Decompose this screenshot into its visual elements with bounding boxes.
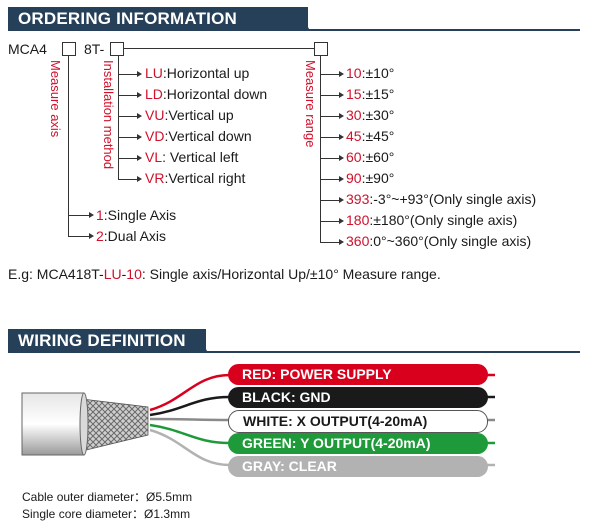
wire-label-white: WHITE: X OUTPUT(4-20mA) — [228, 410, 488, 433]
measure-range-label: Measure range — [303, 60, 318, 148]
range-option-180: 180:±180°(Only single axis) — [346, 212, 518, 228]
range-connector-line — [124, 48, 314, 49]
single-core-diameter: Single core diameter：Ø1.3mm — [22, 507, 191, 521]
axis-arrow — [89, 233, 94, 239]
install-option-ld: LD:Horizontal down — [145, 86, 268, 102]
range-option-30: 30:±30° — [346, 107, 395, 123]
range-tree-trunk — [320, 56, 321, 242]
range-arrow — [339, 155, 344, 161]
ordering-header-rule — [8, 29, 580, 31]
range-option-15: 15:±15° — [346, 86, 395, 102]
measure-axis-label: Measure axis — [48, 60, 63, 138]
wiring-header-rule — [8, 351, 580, 353]
axis-option-1: 1:Single Axis — [96, 207, 177, 223]
install-option-vu: VU:Vertical up — [145, 107, 234, 123]
install-tree-trunk — [118, 56, 119, 180]
install-arrow — [137, 71, 142, 77]
wire-label-green: GREEN: Y OUTPUT(4-20mA) — [228, 433, 488, 454]
install-branch — [118, 158, 138, 159]
installation-method-label: Installation method — [101, 60, 116, 170]
install-arrow — [137, 134, 142, 140]
install-arrow — [137, 92, 142, 98]
range-option-393: 393:-3°~+93°(Only single axis) — [346, 191, 537, 207]
model-prefix: MCA4 — [8, 41, 47, 57]
range-option-45: 45:±45° — [346, 128, 395, 144]
wiring-header: WIRING DEFINITION — [8, 329, 206, 353]
ordering-title: ORDERING INFORMATION — [18, 9, 238, 28]
install-arrow — [137, 176, 142, 182]
install-branch — [118, 137, 138, 138]
install-option-lu: LU:Horizontal up — [145, 65, 250, 81]
range-branch — [320, 242, 340, 243]
install-option-vd: VD:Vertical down — [145, 128, 252, 144]
wire-label-gray: GRAY: CLEAR — [228, 456, 488, 477]
range-branch — [320, 74, 340, 75]
axis-option-2: 2:Dual Axis — [96, 228, 167, 244]
wiring-title: WIRING DEFINITION — [18, 331, 186, 350]
range-arrow — [339, 92, 344, 98]
range-arrow — [339, 218, 344, 224]
example-line: E.g: MCA418T-LU-10: Single axis/Horizont… — [8, 266, 441, 282]
range-branch — [320, 200, 340, 201]
range-option-10: 10:±10° — [346, 65, 395, 81]
cable-outer-diameter: Cable outer diameter：Ø5.5mm — [22, 490, 193, 504]
axis-tree-trunk — [68, 56, 69, 236]
range-code-box — [314, 42, 328, 56]
range-arrow — [339, 113, 344, 119]
install-option-vl: VL: Vertical left — [145, 149, 239, 165]
range-arrow — [339, 197, 344, 203]
range-branch — [320, 179, 340, 180]
install-code-box — [110, 42, 124, 56]
range-branch — [320, 137, 340, 138]
axis-branch — [68, 236, 90, 237]
range-arrow — [339, 176, 344, 182]
range-branch — [320, 116, 340, 117]
range-option-60: 60:±60° — [346, 149, 395, 165]
range-branch — [320, 95, 340, 96]
install-option-vr: VR:Vertical right — [145, 170, 246, 186]
install-arrow — [137, 155, 142, 161]
range-option-360: 360:0°~360°(Only single axis) — [346, 233, 532, 249]
range-arrow — [339, 71, 344, 77]
install-branch — [118, 179, 138, 180]
wire-label-black: BLACK: GND — [228, 387, 488, 408]
range-arrow — [339, 134, 344, 140]
install-arrow — [137, 113, 142, 119]
axis-arrow — [89, 212, 94, 218]
axis-branch — [68, 215, 90, 216]
ordering-header: ORDERING INFORMATION — [8, 7, 308, 31]
wire-label-red: RED: POWER SUPPLY — [228, 364, 488, 385]
range-branch — [320, 221, 340, 222]
axis-code-box — [62, 42, 76, 56]
model-mid: 8T- — [84, 41, 105, 57]
range-arrow — [339, 239, 344, 245]
install-branch — [118, 116, 138, 117]
wiring-header-corner — [196, 329, 208, 353]
range-branch — [320, 158, 340, 159]
install-branch — [118, 95, 138, 96]
range-option-90: 90:±90° — [346, 170, 395, 186]
ordering-header-corner — [298, 7, 310, 31]
install-branch — [118, 74, 138, 75]
